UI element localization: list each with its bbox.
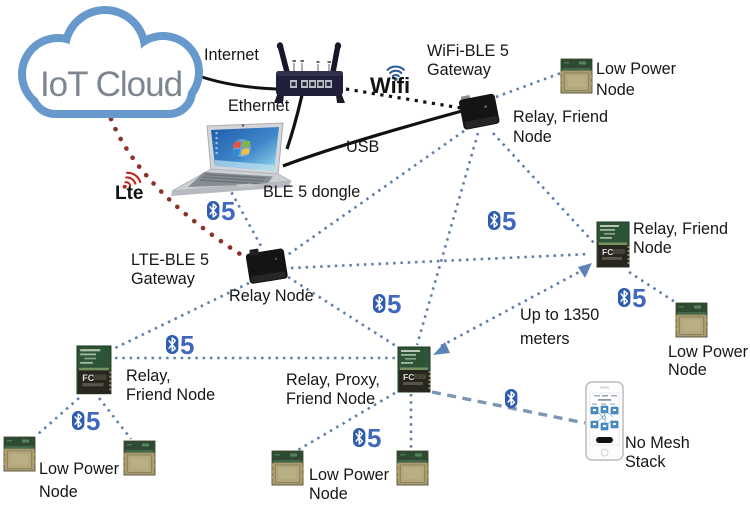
svg-text:Low Power: Low Power [596, 60, 677, 78]
svg-text:Node: Node [39, 483, 78, 501]
svg-text:meters: meters [520, 330, 569, 348]
svg-text:Low Power: Low Power [309, 466, 390, 484]
svg-text:Low Power: Low Power [39, 460, 120, 478]
svg-text:USB: USB [346, 138, 379, 156]
svg-text:5: 5 [86, 406, 100, 436]
svg-text:Relay Node: Relay Node [229, 287, 314, 305]
svg-text:BLE 5 dongle: BLE 5 dongle [263, 183, 360, 201]
svg-text:Relay, Proxy,: Relay, Proxy, [286, 371, 380, 389]
svg-text:Stack: Stack [625, 453, 666, 471]
svg-text:No Mesh: No Mesh [625, 434, 690, 452]
svg-text:5: 5 [632, 283, 646, 313]
svg-text:Friend Node: Friend Node [126, 386, 215, 404]
svg-text:Node: Node [633, 239, 672, 257]
svg-text:Relay, Friend: Relay, Friend [513, 108, 608, 126]
svg-text:Wifi: Wifi [370, 73, 410, 98]
svg-text:Node: Node [596, 81, 635, 99]
svg-text:5: 5 [387, 289, 401, 319]
svg-text:Up to 1350: Up to 1350 [520, 306, 599, 324]
svg-text:IoT Cloud: IoT Cloud [40, 65, 182, 104]
svg-text:Node: Node [668, 361, 707, 379]
svg-text:Gateway: Gateway [131, 270, 196, 288]
svg-text:5: 5 [502, 206, 516, 236]
svg-text:LTE-BLE 5: LTE-BLE 5 [131, 251, 209, 269]
svg-text:Gateway: Gateway [427, 61, 492, 79]
svg-text:WiFi-BLE 5: WiFi-BLE 5 [427, 42, 509, 60]
svg-text:Lte: Lte [115, 183, 144, 204]
svg-text:5: 5 [221, 196, 235, 226]
svg-text:Relay,: Relay, [126, 367, 171, 385]
svg-text:Internet: Internet [204, 46, 259, 64]
svg-text:Ethernet: Ethernet [228, 97, 290, 115]
svg-text:Node: Node [513, 128, 552, 146]
svg-text:5: 5 [367, 423, 381, 453]
svg-text:Relay, Friend: Relay, Friend [633, 220, 728, 238]
svg-text:Node: Node [309, 485, 348, 503]
svg-text:Friend Node: Friend Node [286, 390, 375, 408]
svg-text:Low Power: Low Power [668, 343, 749, 361]
svg-text:5: 5 [180, 330, 194, 360]
